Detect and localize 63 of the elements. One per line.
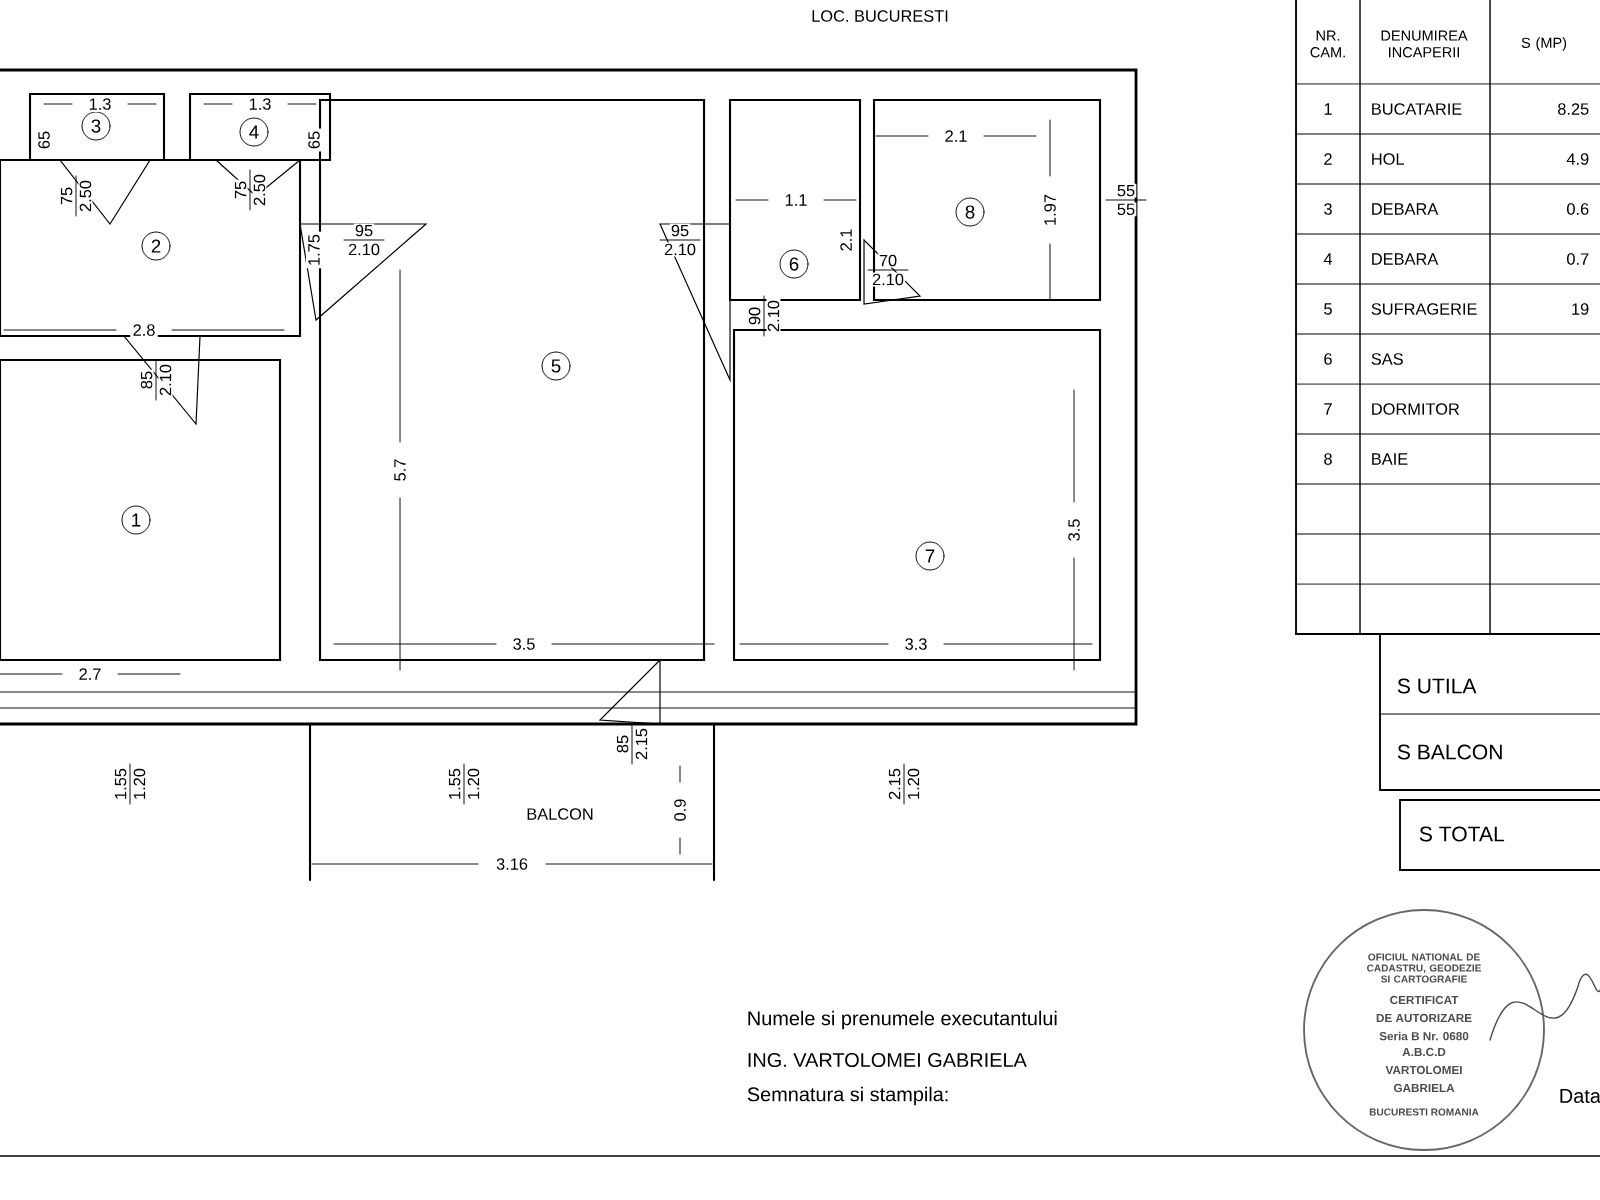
room-number: 4 xyxy=(239,117,269,147)
table-cell: HOL xyxy=(1372,153,1404,165)
dimension: 0.9 xyxy=(671,765,689,855)
table-cell: SAS xyxy=(1371,353,1403,365)
table-cell: BUCATARIE xyxy=(1372,103,1462,115)
date-label: Data xyxy=(1560,1089,1600,1103)
table-cell: 4.9 xyxy=(1566,153,1589,165)
door-dimension: 75 2.50 xyxy=(59,175,93,217)
dimension: 2.1 xyxy=(875,127,1037,145)
door-dimension: 70 2.10 xyxy=(867,253,909,287)
table-cell: 6 xyxy=(1324,353,1332,365)
door-dimension: 55 55 xyxy=(1105,183,1147,217)
room-number: 3 xyxy=(81,111,111,141)
room-number: 5 xyxy=(541,351,571,381)
table-cell: 7 xyxy=(1324,403,1332,415)
table-cell: 0.6 xyxy=(1567,203,1589,215)
room-number: 2 xyxy=(141,231,171,261)
dimension: 3.16 xyxy=(311,855,713,873)
dimension: 2.7 xyxy=(0,665,181,683)
table-cell: 0.7 xyxy=(1567,253,1589,265)
dimension: 1.3 xyxy=(203,95,317,113)
table-cell: SUFRAGERIE xyxy=(1371,303,1477,315)
table-cell: 19 xyxy=(1572,303,1589,315)
table-cell: 5 xyxy=(1324,303,1332,315)
table-cell: 1 xyxy=(1324,103,1332,115)
dimension: 65 xyxy=(305,128,323,152)
table-cell: 8.25 xyxy=(1558,103,1589,115)
dimension: 1.3 xyxy=(43,95,157,113)
door-dimension: 95 2.10 xyxy=(343,223,385,257)
table-cell: S TOTAL xyxy=(1419,826,1505,842)
dimension: 1.75 xyxy=(305,231,323,269)
table-cell: 2 xyxy=(1324,153,1332,165)
table-cell: 8 xyxy=(1324,453,1332,465)
balcony-label: BALCON xyxy=(527,808,593,820)
room-number: 6 xyxy=(779,249,809,279)
table-cell: DEBARA xyxy=(1372,203,1439,215)
door-dimension: 1.55 1.20 xyxy=(447,763,481,805)
door-dimension: 75 2.50 xyxy=(233,169,267,211)
dimension: 1.1 xyxy=(735,192,857,208)
dimension: 1.97 xyxy=(1041,119,1059,301)
door-dimension: 2.15 1.20 xyxy=(887,763,921,805)
door-dimension: 85 2.10 xyxy=(139,359,173,401)
door-dimension: 85 2.15 xyxy=(615,723,649,765)
engineer-name: ING. VARTOLOMEI GABRIELA xyxy=(748,1053,1027,1068)
signature-note: Semnatura si stampila: xyxy=(747,1086,948,1106)
door-dimension: 95 2.10 xyxy=(659,223,701,257)
door-dimension: 1.55 1.20 xyxy=(113,763,147,805)
room-number: 7 xyxy=(915,541,945,571)
dimension: 2.1 xyxy=(837,226,855,254)
table-cell: DORMITOR xyxy=(1372,403,1460,415)
table-cell: 4 xyxy=(1323,253,1333,265)
signature-note: Numele si prenumele executantului xyxy=(748,1010,1057,1030)
table-cell: 3 xyxy=(1324,203,1332,215)
table-cell: S BALCON xyxy=(1397,744,1502,760)
table-cell: BAIE xyxy=(1372,453,1408,465)
dimension: 65 xyxy=(35,128,53,152)
table-cell: S UTILA xyxy=(1397,678,1477,694)
room-number: 1 xyxy=(121,505,151,535)
table-cell: DEBARA xyxy=(1372,253,1439,265)
location-text: LOC. BUCURESTI xyxy=(812,10,948,22)
dimension: 2.8 xyxy=(3,321,285,339)
door-dimension: 90 2.10 xyxy=(747,295,781,337)
room-number: 8 xyxy=(955,197,985,227)
